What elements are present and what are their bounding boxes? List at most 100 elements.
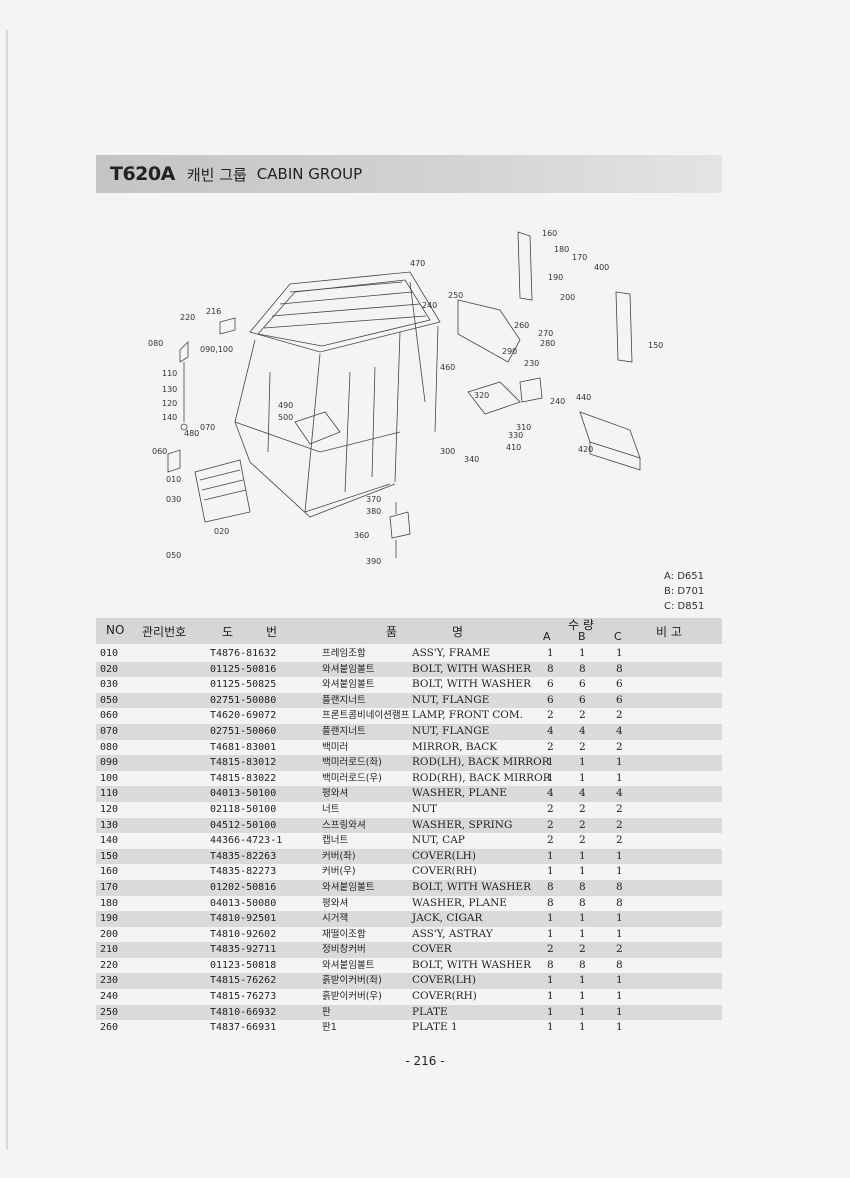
part-number: 190 bbox=[100, 913, 119, 925]
qty-b: 6 bbox=[579, 693, 586, 706]
drawing-number: 02751-50080 bbox=[210, 694, 277, 706]
part-number: 210 bbox=[100, 944, 119, 956]
callout-label: 440 bbox=[576, 393, 591, 402]
callout-label: 160 bbox=[542, 229, 557, 238]
cabin-roof-shape bbox=[249, 271, 441, 353]
part-name-english: BOLT, WITH WASHER bbox=[412, 678, 531, 691]
callout-label: 270 bbox=[538, 329, 553, 338]
part-name-korean: 와셔붙임볼트 bbox=[322, 663, 375, 675]
callout-label: 290 bbox=[502, 347, 517, 356]
legend-a: A: D651 bbox=[664, 571, 704, 582]
part-number: 020 bbox=[100, 663, 119, 675]
part-number: 160 bbox=[100, 866, 119, 878]
qty-b: 1 bbox=[579, 912, 586, 925]
part-number: 170 bbox=[100, 881, 119, 893]
callout-label: 460 bbox=[440, 363, 455, 372]
qty-a: 8 bbox=[547, 880, 554, 893]
qty-a: 2 bbox=[547, 834, 554, 847]
qty-c: 8 bbox=[616, 896, 623, 909]
qty-c: 1 bbox=[616, 756, 623, 769]
part-number: 050 bbox=[100, 694, 119, 706]
header-name-1: 품 bbox=[386, 625, 398, 639]
qty-b: 8 bbox=[579, 896, 586, 909]
legend-c: C: D851 bbox=[664, 601, 705, 612]
header-qty-c: C bbox=[614, 630, 622, 643]
qty-a: 1 bbox=[547, 974, 554, 987]
drawing-number: T4815-83012 bbox=[210, 757, 277, 769]
callout-label: 050 bbox=[166, 551, 181, 560]
qty-c: 1 bbox=[616, 647, 623, 659]
part-number: 250 bbox=[100, 1006, 119, 1018]
callout-label: 470 bbox=[410, 259, 425, 268]
part-name-english: COVER(LH) bbox=[412, 974, 476, 987]
qty-b: 2 bbox=[579, 834, 586, 847]
part-name-english: NUT, FLANGE bbox=[412, 693, 490, 706]
part-name-korean: 캡너트 bbox=[322, 835, 349, 847]
callout-label: 180 bbox=[554, 245, 569, 254]
part-name-korean: 플랜지너트 bbox=[322, 725, 366, 737]
qty-c: 2 bbox=[616, 740, 623, 753]
model-code: T620A bbox=[110, 163, 175, 185]
part-name-korean: 프론트콤비네이션램프 bbox=[322, 710, 410, 722]
qty-c: 1 bbox=[616, 1021, 623, 1034]
drawing-number: T4815-76262 bbox=[210, 975, 277, 987]
qty-c: 4 bbox=[616, 724, 623, 737]
callout-label: 220 bbox=[180, 313, 195, 322]
drawing-number: 02751-50060 bbox=[210, 725, 277, 737]
binder-edge bbox=[6, 30, 8, 1150]
header-remark: 비 고 bbox=[656, 625, 682, 639]
qty-a: 1 bbox=[547, 912, 554, 925]
part-name-korean: 판1 bbox=[322, 1022, 337, 1034]
drawing-number: 04013-50100 bbox=[210, 788, 277, 800]
qty-a: 2 bbox=[547, 943, 554, 956]
header-qty-a: A bbox=[543, 630, 551, 643]
callout-label: 380 bbox=[366, 507, 381, 516]
qty-c: 2 bbox=[616, 834, 623, 847]
part-name-english: PLATE bbox=[412, 1005, 448, 1018]
group-title-korean: 캐빈 그룹 bbox=[186, 165, 247, 184]
callout-label: 260 bbox=[514, 321, 529, 330]
part-name-english: MIRROR, BACK bbox=[412, 740, 498, 753]
part-number: 010 bbox=[100, 648, 119, 659]
qty-b: 1 bbox=[579, 865, 586, 878]
part-name-english: JACK, CIGAR bbox=[412, 912, 483, 925]
qty-a: 4 bbox=[547, 724, 554, 737]
drawing-number: 02118-50100 bbox=[210, 803, 277, 815]
qty-a: 8 bbox=[547, 662, 554, 675]
part-name-korean: 흙받이커버(우) bbox=[322, 991, 382, 1003]
part-name-english: WASHER, SPRING bbox=[412, 818, 513, 831]
qty-b: 8 bbox=[579, 958, 586, 971]
drawing-number: T4815-83022 bbox=[210, 772, 277, 784]
part-number: 240 bbox=[100, 991, 119, 1003]
qty-a: 8 bbox=[547, 958, 554, 971]
qty-b: 8 bbox=[579, 880, 586, 893]
part-name-korean: 커버(좌) bbox=[322, 850, 356, 862]
qty-b: 2 bbox=[579, 740, 586, 753]
callout-label: 140 bbox=[162, 413, 177, 422]
qty-a: 1 bbox=[547, 647, 554, 659]
drawing-number: 01202-50816 bbox=[210, 881, 277, 893]
part-number: 260 bbox=[100, 1022, 119, 1034]
qty-b: 1 bbox=[579, 927, 586, 940]
callout-label: 280 bbox=[540, 339, 555, 348]
callout-label: 216 bbox=[206, 307, 221, 316]
part-name-english: PLATE 1 bbox=[412, 1021, 458, 1034]
qty-a: 1 bbox=[547, 849, 554, 862]
qty-a: 1 bbox=[547, 865, 554, 878]
qty-c: 8 bbox=[616, 662, 623, 675]
qty-c: 1 bbox=[616, 1005, 623, 1018]
drawing-number: T4810-66932 bbox=[210, 1006, 277, 1018]
part-name-english: BOLT, WITH WASHER bbox=[412, 880, 531, 893]
drawing-number: 44366-4723-1 bbox=[210, 835, 283, 847]
